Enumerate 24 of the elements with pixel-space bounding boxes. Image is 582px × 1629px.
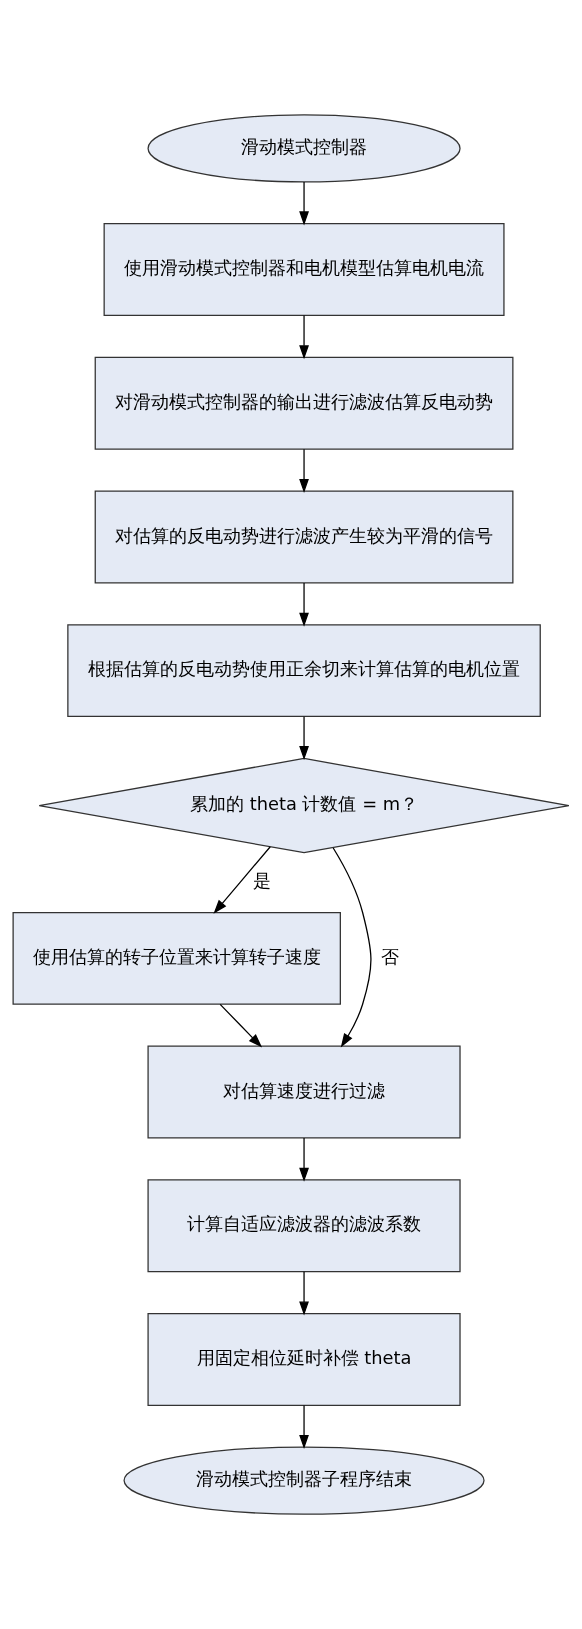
arrow: [213, 846, 271, 914]
node-ellipse: 滑动模式控制器: [147, 114, 461, 183]
arrow: [219, 1003, 263, 1048]
arrow: [299, 448, 309, 494]
node-diamond: 累加的 theta 计数值 = m？: [38, 757, 570, 854]
node-box: 对滑动模式控制器的输出进行滤波估算反电动势: [94, 356, 514, 450]
node-box: 对估算的反电动势进行滤波产生较为平滑的信号: [94, 490, 514, 584]
arrow: [332, 847, 372, 1048]
arrow: [299, 716, 309, 761]
arrow: [299, 582, 309, 627]
edge-label: 否: [380, 946, 399, 968]
node-box: 计算自适应滤波器的滤波系数: [147, 1179, 461, 1273]
node-box: 根据估算的反电动势使用正余切来计算估算的电机位置: [67, 624, 541, 718]
edge-label: 是: [253, 870, 272, 892]
node-box: 用固定相位延时补偿 theta: [147, 1312, 461, 1406]
arrow: [299, 181, 309, 226]
node-box: 使用估算的转子位置来计算转子速度: [12, 911, 341, 1005]
node-ellipse: 滑动模式控制器子程序结束: [123, 1446, 485, 1515]
node-box: 使用滑动模式控制器和电机模型估算电机电流: [103, 223, 505, 317]
arrow: [299, 1137, 309, 1182]
arrow: [299, 1271, 309, 1316]
arrow: [299, 1404, 309, 1449]
arrow: [299, 314, 309, 360]
node-box: 对估算速度进行过滤: [147, 1045, 461, 1139]
